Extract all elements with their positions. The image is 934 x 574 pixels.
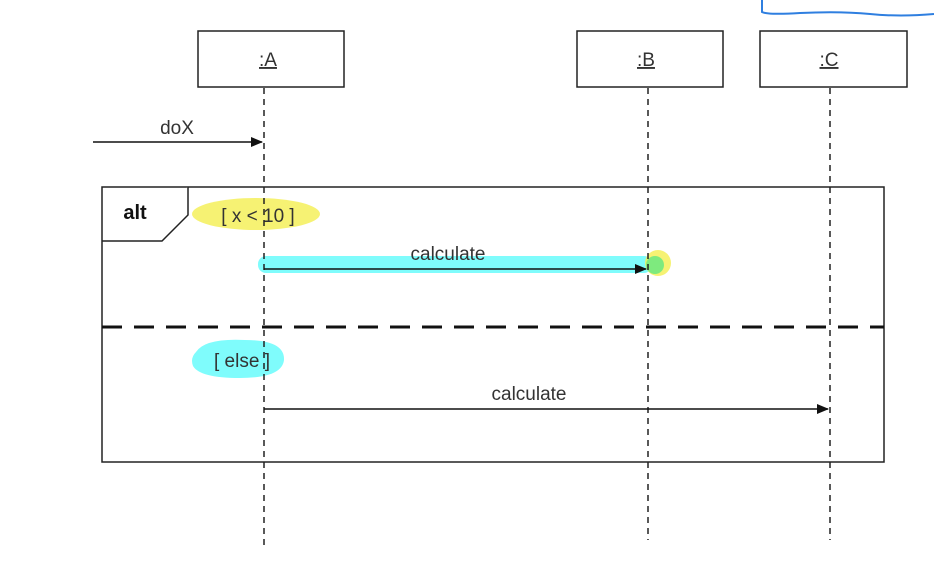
message-calculate-to-C-label: calculate bbox=[492, 384, 567, 405]
lifeline-A[interactable]: :A bbox=[197, 30, 345, 88]
highlight-cyan-else bbox=[192, 339, 285, 378]
alt-operator-label: alt bbox=[123, 202, 147, 224]
lifeline-C-label: :C bbox=[820, 50, 839, 71]
lifeline-A-label: :A bbox=[259, 50, 277, 71]
highlight-yellow-guard bbox=[192, 198, 320, 230]
alt-fragment-tab bbox=[102, 187, 189, 242]
guard-condition-1: [ x < 10 ] bbox=[221, 206, 294, 227]
guard-condition-else: [ else ] bbox=[214, 351, 270, 372]
lifeline-C[interactable]: :C bbox=[759, 30, 908, 88]
message-calculate-to-B-label: calculate bbox=[411, 244, 486, 265]
message-doX[interactable]: doX bbox=[93, 118, 263, 147]
message-calculate-to-C[interactable]: calculate bbox=[264, 384, 829, 414]
highlight-green-dot bbox=[646, 256, 664, 274]
message-doX-label: doX bbox=[160, 118, 194, 139]
lifeline-B-label: :B bbox=[637, 50, 655, 71]
message-calculate-to-B[interactable]: calculate bbox=[264, 244, 647, 274]
pen-annotation-blue bbox=[761, 0, 934, 17]
alt-fragment[interactable]: alt bbox=[101, 186, 885, 463]
lifeline-B[interactable]: :B bbox=[576, 30, 724, 88]
